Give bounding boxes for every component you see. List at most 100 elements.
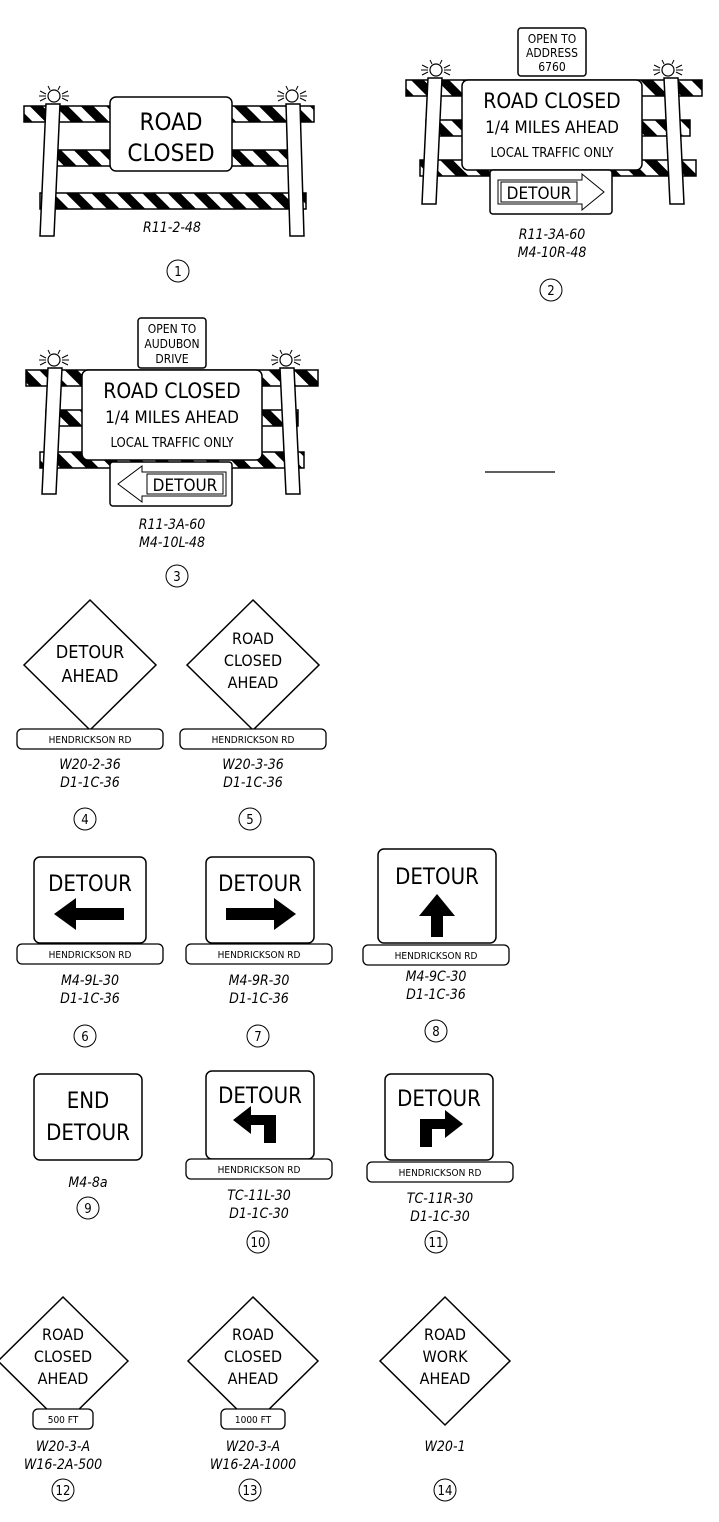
- distance-plate: [32, 1408, 94, 1430]
- callout-circle: [539, 278, 563, 302]
- distance-plate: [220, 1408, 286, 1430]
- callout-number: 9: [84, 1202, 91, 1217]
- street-plate-text: HENDRICKSON RD: [49, 735, 132, 746]
- callout-number: 3: [173, 570, 180, 585]
- sign-text: ROAD: [140, 108, 203, 136]
- sign-code: R11-3A-60: [139, 517, 206, 533]
- sign-code: M4-9R-30: [229, 973, 290, 989]
- sign-11: DETOUR HENDRICKSON RD TC-11R-30 D1-1C-30…: [366, 1073, 514, 1254]
- arrow-up-icon: [419, 894, 455, 937]
- arrow-left-icon: [117, 465, 227, 503]
- diamond-sign: [378, 1295, 512, 1427]
- street-plate: [185, 1158, 333, 1180]
- warning-light-icon: [276, 85, 308, 103]
- callout-circle: [51, 1478, 75, 1502]
- street-plate: [179, 728, 327, 750]
- sign-text: AHEAD: [38, 1369, 89, 1388]
- sign-panel: [205, 856, 315, 944]
- sign-text: AHEAD: [228, 673, 279, 692]
- sign-text: ROAD: [232, 1325, 274, 1344]
- callout-number: 4: [81, 813, 88, 828]
- sign-panel: [81, 369, 263, 461]
- sign-text: AHEAD: [61, 666, 118, 687]
- street-plate-text: HENDRICKSON RD: [399, 1168, 482, 1179]
- sign-code: D1-1C-36: [60, 775, 120, 791]
- open-to-panel: [137, 317, 207, 369]
- sign-14: ROAD WORK AHEAD W20-1 14: [378, 1295, 512, 1502]
- callout-number: 11: [429, 1236, 444, 1251]
- sign-code: M4-10R-48: [518, 245, 587, 261]
- callout-number: 8: [432, 1025, 439, 1040]
- sign-code: TC-11R-30: [407, 1191, 473, 1207]
- sign-text: DETOUR: [46, 1121, 130, 1146]
- sign-text: 1/4 MILES AHEAD: [105, 408, 239, 428]
- sign-code: M4-8a: [68, 1175, 107, 1191]
- sign-13: ROAD CLOSED AHEAD 1000 FT W20-3-A W16-2A…: [186, 1295, 320, 1502]
- barricade: [23, 103, 315, 237]
- callout-number: 6: [81, 1030, 88, 1045]
- sign-1: ROAD CLOSED R11-2-48 1: [23, 85, 315, 283]
- street-plate-text: HENDRICKSON RD: [218, 950, 301, 961]
- callout-circle: [424, 1019, 448, 1043]
- sign-text: ROAD: [424, 1325, 466, 1344]
- sign-text: DRIVE: [155, 352, 188, 366]
- warning-light-icon: [38, 85, 70, 103]
- sign-text: CLOSED: [224, 1347, 282, 1366]
- sign-9: END DETOUR M4-8a 9: [33, 1073, 143, 1220]
- sign-10: DETOUR HENDRICKSON RD TC-11L-30 D1-1C-30…: [185, 1070, 333, 1254]
- sign-text: CLOSED: [224, 651, 282, 670]
- street-plate-text: HENDRICKSON RD: [212, 735, 295, 746]
- sign-text: OPEN TO: [148, 322, 196, 336]
- sign-7: DETOUR HENDRICKSON RD M4-9R-30 D1-1C-36 …: [185, 856, 333, 1048]
- sign-text: AUDUBON: [144, 337, 199, 351]
- sign-text: OPEN TO: [528, 32, 576, 46]
- sign-code: W20-1: [424, 1439, 465, 1455]
- diamond-sign: [22, 598, 158, 732]
- sign-code: TC-11L-30: [227, 1188, 291, 1204]
- sign-code: D1-1C-36: [406, 987, 466, 1003]
- callout-number: 12: [56, 1484, 71, 1499]
- warning-light-icon: [270, 349, 302, 367]
- sign-text: 1/4 MILES AHEAD: [485, 118, 619, 138]
- sign-text: DETOUR: [48, 872, 132, 897]
- sign-code: M4-9L-30: [61, 973, 119, 989]
- sign-code: W20-2-36: [59, 757, 121, 773]
- callout-circle: [73, 1024, 97, 1048]
- street-plate: [362, 944, 510, 966]
- sign-6: DETOUR HENDRICKSON RD M4-9L-30 D1-1C-36 …: [16, 856, 164, 1048]
- sign-code: W20-3-A: [36, 1439, 90, 1455]
- sign-code: W16-2A-500: [24, 1457, 102, 1473]
- sign-8: DETOUR HENDRICKSON RD M4-9C-30 D1-1C-36 …: [362, 848, 510, 1043]
- sign-3: OPEN TO AUDUBON DRIVE ROAD CLOSED 1/4 MI…: [25, 317, 319, 588]
- sign-code: W16-2A-1000: [210, 1457, 296, 1473]
- street-plate: [16, 728, 164, 750]
- sign-text: ROAD: [232, 629, 274, 648]
- sign-text: AHEAD: [420, 1369, 471, 1388]
- sign-panel: [109, 96, 233, 172]
- warning-light-icon: [38, 349, 70, 367]
- street-plate: [185, 943, 333, 965]
- sign-code: R11-3A-60: [519, 227, 586, 243]
- sign-text: CLOSED: [34, 1347, 92, 1366]
- sign-text: DETOUR: [56, 642, 124, 663]
- sign-12: ROAD CLOSED AHEAD 500 FT W20-3-A W16-2A-…: [0, 1295, 130, 1502]
- warning-light-icon: [420, 59, 452, 77]
- callout-circle: [166, 259, 190, 283]
- callout-number: 1: [174, 265, 181, 280]
- distance-plate-text: 500 FT: [48, 1415, 79, 1426]
- sign-text: DETOUR: [397, 1087, 481, 1112]
- sign-panel: [33, 856, 147, 944]
- sign-text: ROAD CLOSED: [103, 379, 240, 403]
- callout-number: 13: [243, 1484, 258, 1499]
- callout-number: 14: [438, 1484, 453, 1499]
- sign-text: DETOUR: [507, 184, 572, 204]
- callout-number: 7: [254, 1030, 261, 1045]
- sign-code: D1-1C-30: [229, 1206, 289, 1222]
- sign-code: R11-2-48: [143, 220, 201, 236]
- sign-text: LOCAL TRAFFIC ONLY: [110, 436, 234, 451]
- arrow-left-icon: [54, 898, 124, 930]
- sign-text: DETOUR: [218, 872, 302, 897]
- sign-4: DETOUR AHEAD HENDRICKSON RD W20-2-36 D1-…: [16, 598, 164, 831]
- callout-circle: [238, 1478, 262, 1502]
